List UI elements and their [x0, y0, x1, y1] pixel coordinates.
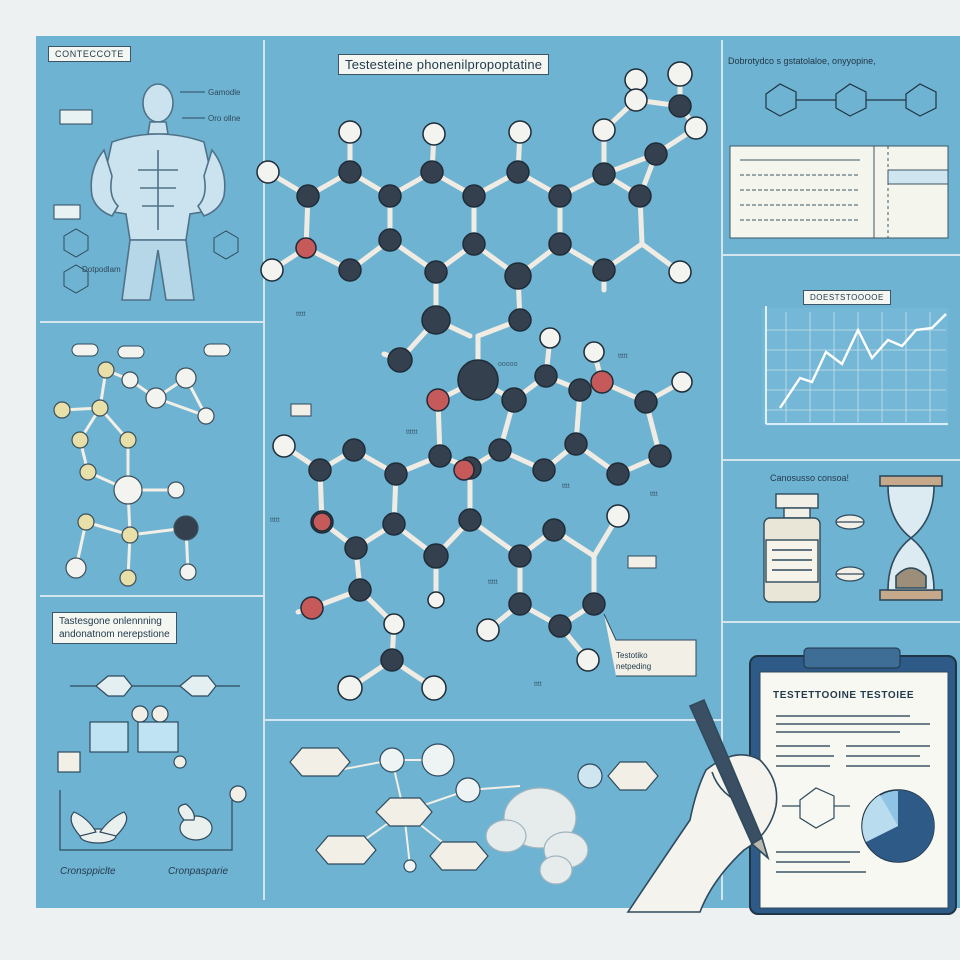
svg-text:tttttt: tttttt [406, 429, 418, 436]
svg-text:tttt: tttt [534, 681, 542, 688]
svg-text:tttt: tttt [562, 483, 570, 490]
trend-chart-icon [762, 306, 948, 426]
caption-right: Cronpasparie [168, 866, 229, 877]
chart-title: DOESTSTOOOOE [803, 290, 891, 305]
pen-hand-icon [626, 698, 778, 913]
caption-left: Cronsppiclte [60, 866, 116, 877]
page-title: Testesteine phonenilpropoptatine [338, 54, 550, 75]
medicine-vial-icon [763, 493, 821, 603]
molecule-callout: Testotiko netpeding [616, 650, 651, 672]
insect-icon [70, 803, 213, 844]
pie-chart-icon [861, 789, 935, 863]
svg-text:ttttt: ttttt [270, 517, 280, 524]
molecule-icon [53, 343, 231, 587]
formula-heading: Dobrotydco s gstatolaloe, onyyopine, [728, 56, 876, 66]
svg-text:ttttt: ttttt [618, 353, 628, 360]
svg-text:Gamodle: Gamodle [208, 88, 241, 97]
chemical-structure-icon [57, 675, 247, 851]
callout-line-1: Testotiko [616, 651, 648, 660]
pill-icon [835, 514, 865, 582]
svg-text:Oro ollne: Oro ollne [208, 114, 241, 123]
molecule-icon: ttttt ooooo ttttt tttt tttt ttttt tttttt… [256, 61, 708, 701]
callout-line-2: netpeding [616, 662, 652, 671]
bodybuilder-figure-icon [90, 83, 226, 301]
corner-tag: CONTECCOTE [48, 46, 131, 62]
clipboard-report-icon [749, 647, 957, 915]
left-subtitle: Tastesgone onlennning andonatnom nerepst… [52, 612, 177, 644]
data-table [729, 145, 949, 239]
chemical-structure-icon [765, 83, 937, 117]
svg-text:tttt: tttt [650, 491, 658, 498]
left-subtitle-line-2: andonatnom nerepstione [59, 629, 170, 640]
svg-text:ttttt: ttttt [296, 311, 306, 318]
svg-text:ooooo: ooooo [498, 361, 518, 368]
left-subtitle-line-1: Tastesgone onlennning [59, 616, 162, 627]
chemical-structure-icon [289, 743, 659, 885]
vial-title: Canosusso consoa! [770, 473, 850, 483]
hourglass-icon [879, 475, 943, 601]
svg-text:ttttt: ttttt [488, 579, 498, 586]
svg-text:Dotpodlam: Dotpodlam [82, 265, 121, 274]
report-title: TESTETTOOINE TESTOIEE [773, 690, 915, 701]
